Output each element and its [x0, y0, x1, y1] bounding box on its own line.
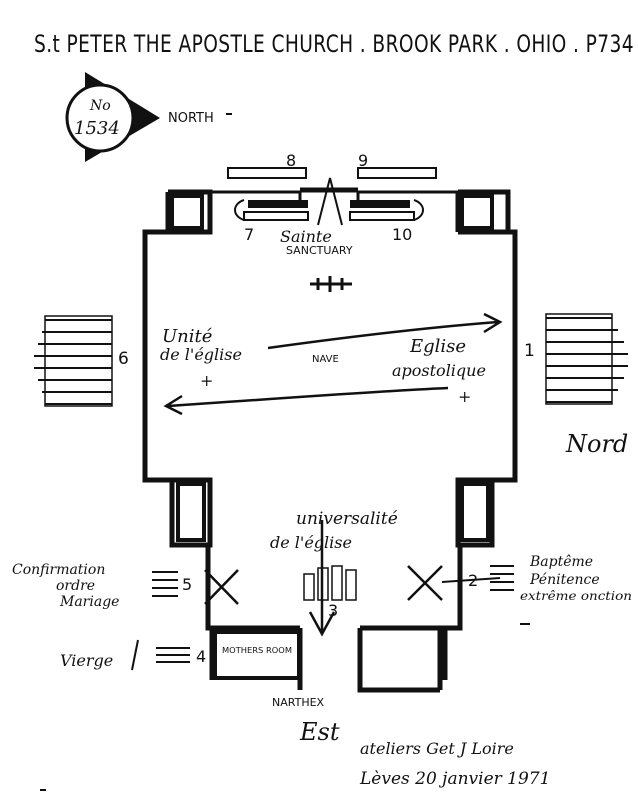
number-1: 1 — [524, 341, 535, 361]
ordre-label: ordre — [56, 578, 95, 594]
atelier-signature: ateliers Get J Loire — [360, 739, 514, 758]
apostolique-label: apostolique — [392, 361, 486, 380]
number-5: 5 — [182, 575, 192, 594]
bench-10 — [349, 211, 415, 221]
bench-7-upper — [248, 200, 308, 208]
cross-5-icon — [204, 569, 239, 605]
nave-label: NAVE — [312, 354, 339, 365]
center-benches — [303, 520, 357, 637]
bench-group-6-frame — [44, 315, 113, 407]
badge-no-label: No — [89, 98, 111, 114]
unite-label: Unité — [162, 326, 213, 347]
sanctuary-label: SANCTUARY — [286, 244, 353, 257]
badge-circle — [65, 83, 135, 153]
outline-wall — [142, 189, 518, 693]
mothers-room-box — [213, 630, 301, 680]
corner-tower-nw — [170, 194, 204, 230]
altar-rail-icon — [310, 276, 352, 292]
mariage-label: Mariage — [59, 594, 119, 610]
vierge-label: Vierge — [60, 651, 113, 670]
bench-stack-5 — [152, 571, 178, 597]
plus-left: + — [200, 371, 213, 390]
badge-number: 1534 — [74, 118, 120, 139]
bench-stack-5-lines — [152, 571, 178, 597]
north-label: NORTH — [168, 111, 214, 126]
bench-group-1-shape — [546, 317, 628, 403]
number-3: 3 — [328, 601, 338, 620]
bench-8 — [227, 167, 307, 179]
sanctuary-benches — [227, 167, 437, 292]
center-bench-c — [331, 565, 343, 601]
de-leglise-label-1: de l'église — [160, 345, 242, 364]
pier-se — [460, 482, 490, 542]
number-10: 10 — [392, 225, 412, 244]
pier-sw — [176, 482, 206, 542]
center-bench-d — [345, 569, 357, 601]
date-signature: Lèves 20 janvier 1971 — [359, 769, 550, 789]
stray-marks — [40, 113, 530, 791]
bench-stack-2 — [490, 565, 514, 591]
bench-group-6-shape — [34, 319, 112, 405]
arrow-down-icon — [308, 520, 336, 637]
cross-2-icon — [407, 565, 443, 601]
penitence-label: Pénitence — [529, 572, 600, 588]
north-badge: No 1534 NORTH — [65, 72, 214, 162]
nord-label: Nord — [565, 430, 628, 458]
sanctuary-arrow-icon — [317, 177, 343, 226]
bapteme-label: Baptême — [529, 554, 593, 570]
number-6: 6 — [118, 349, 129, 369]
de-leglise-label-2: de l'église — [270, 533, 352, 552]
nave-arrow-left-icon — [163, 386, 449, 416]
bench-stack-4-lines — [156, 647, 190, 663]
bench-7 — [243, 211, 309, 221]
number-4: 4 — [196, 647, 206, 666]
bench-10-upper — [350, 200, 410, 208]
bench-9 — [357, 167, 437, 179]
narthex-label: NARTHEX — [272, 696, 325, 709]
curve-left-icon — [234, 199, 245, 221]
plus-right: + — [458, 387, 471, 406]
page-title: S.t PETER THE APOSTLE CHURCH . BROOK PAR… — [34, 30, 634, 58]
number-8: 8 — [286, 151, 296, 170]
universalite-label: universalité — [296, 509, 398, 529]
bench-group-6 — [34, 315, 113, 407]
confirmation-label: Confirmation — [12, 562, 105, 578]
number-7: 7 — [244, 225, 254, 244]
extreme-onction-label: extrême onction — [520, 589, 632, 603]
bench-group-1-frame — [545, 313, 613, 405]
mothers-room-label: MOTHERS ROOM — [222, 646, 292, 655]
corner-tower-ne — [460, 194, 494, 230]
bench-stack-4 — [131, 639, 190, 671]
bench-group-1 — [545, 313, 628, 405]
bench-numbers: 8 9 7 10 6 1 5 2 3 4 — [118, 151, 535, 666]
est-label: Est — [299, 718, 340, 746]
sainte-label: Sainte — [280, 227, 332, 246]
nave-arrow-right-icon — [267, 312, 503, 350]
bench-stack-2-lines — [490, 565, 514, 591]
curve-right-icon — [413, 199, 424, 221]
center-bench-a — [303, 573, 315, 601]
arrow-2-line — [441, 577, 501, 583]
vierge-mark — [131, 639, 139, 671]
eglise-label: Eglise — [409, 336, 466, 357]
number-9: 9 — [358, 151, 368, 170]
number-2: 2 — [468, 571, 478, 590]
